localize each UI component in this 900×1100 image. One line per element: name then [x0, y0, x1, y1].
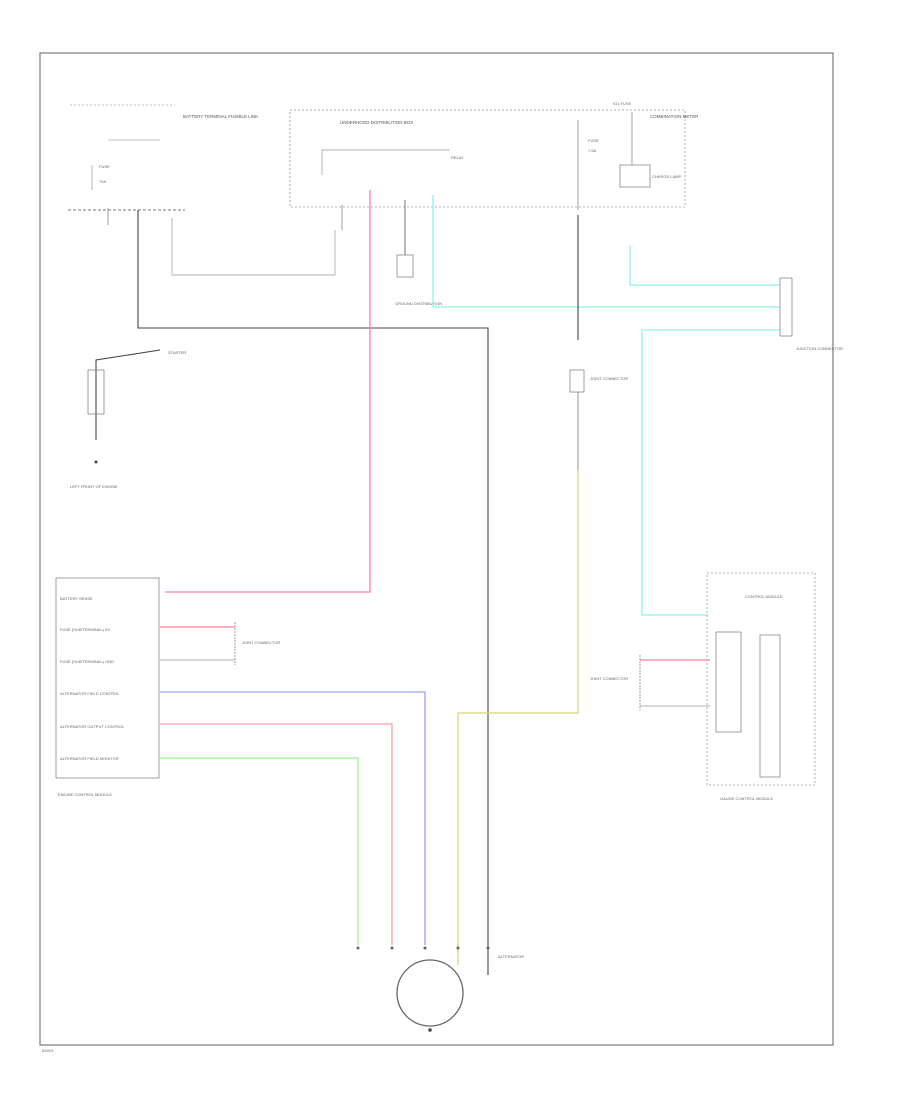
pcm-joint-connector-label: JOINT CONNECTOR [242, 640, 280, 645]
battery-fusible-link-label: BATTERY TERMINAL FUSIBLE LINK [183, 114, 258, 119]
combination-meter-label: COMBINATION METER [650, 114, 699, 119]
joint-connector-right-label: JUNCTION CONNECTOR [796, 346, 843, 351]
pcm-pin-4: ALTERNATOR FIELD CONTROL [60, 691, 120, 696]
fuse-b-label: FUSE [588, 138, 599, 143]
cyan-wire-combo [629, 245, 780, 286]
pcm-name-label: ENGINE CONTROL MODULE [58, 792, 112, 797]
junction-connector-block [569, 369, 585, 393]
relay-ground-box [396, 254, 414, 278]
underhood-box-label: UNDERHOOD DISTRIBUTION BOX [340, 120, 413, 125]
underhood-distribution-box [289, 109, 686, 208]
alt-terminal-1 [356, 946, 360, 950]
engine-control-module-box [55, 577, 160, 779]
relay-outline [321, 149, 450, 175]
gauge-module-sublabel: CONTROL MODULE [745, 594, 783, 599]
blue-wire-field-control [160, 691, 426, 945]
red-wire-battery-sense [165, 190, 371, 593]
starter-wire [95, 349, 161, 440]
gauge-control-module-label: GAUGE CONTROL MODULE [720, 796, 774, 801]
pcm-pin-5: ALTERNATOR OUTPUT CONTROL [60, 724, 125, 729]
green-wire-field-monitor [160, 757, 359, 945]
pcm-pin-3: FUSE (SUB/TERMINAL) GND [60, 659, 114, 664]
fuse-a-label: FUSE [99, 164, 110, 169]
fuse-b-value: 7.5A [588, 148, 597, 153]
joint-connector-right [779, 277, 793, 337]
yellow-wire-alt-ig [457, 470, 579, 965]
cyan-wire-top [432, 195, 780, 308]
alternator-label: ALTERNATOR [498, 954, 524, 959]
alternator-body [396, 959, 464, 1027]
diagram-footer-id: B3004 [42, 1048, 54, 1053]
gray-wire-relay [171, 218, 336, 276]
alt-terminal-2 [390, 946, 394, 950]
pcm-pin-6: ALTERNATOR FIELD MONITOR [60, 756, 119, 761]
alt-terminal-4 [456, 946, 460, 950]
alt-terminal-5 [486, 946, 490, 950]
ground-distribution-label: GROUND DISTRIBUTION [395, 301, 442, 306]
black-wire-main [137, 210, 489, 975]
fuse-a-value: 70A [99, 179, 106, 184]
starter-label: STARTER [168, 350, 186, 355]
charge-lamp-box [619, 164, 651, 188]
pink-wire-output-control [160, 723, 393, 945]
gauge-module-inner [715, 631, 742, 733]
gauge-module-inner-2 [759, 634, 781, 778]
charge-lamp-label: CHARGE LAMP [652, 174, 681, 179]
alternator-ground-dot [428, 1028, 432, 1032]
right-joint-connector-label: JOINT CONNECTOR [590, 676, 628, 681]
gauge-control-module-box [706, 572, 816, 786]
starter-body [87, 369, 105, 415]
alt-terminal-3 [423, 946, 427, 950]
junction-connector-label: JOINT CONNECTOR [590, 376, 628, 381]
ig-fuse-label: IG1 FUSE [613, 101, 632, 106]
diagram-frame [39, 52, 834, 1046]
ground-location-label: LEFT FRONT OF ENGINE [70, 484, 118, 489]
cyan-wire-gauge [641, 329, 780, 616]
starter-ground-dot [94, 460, 98, 464]
pcm-pin-1: BATTERY SENSE [60, 596, 93, 601]
relay-label: RELAY [451, 155, 464, 160]
pcm-pin-2: FUSE (SUB/TERMINAL) 5V [60, 627, 110, 632]
